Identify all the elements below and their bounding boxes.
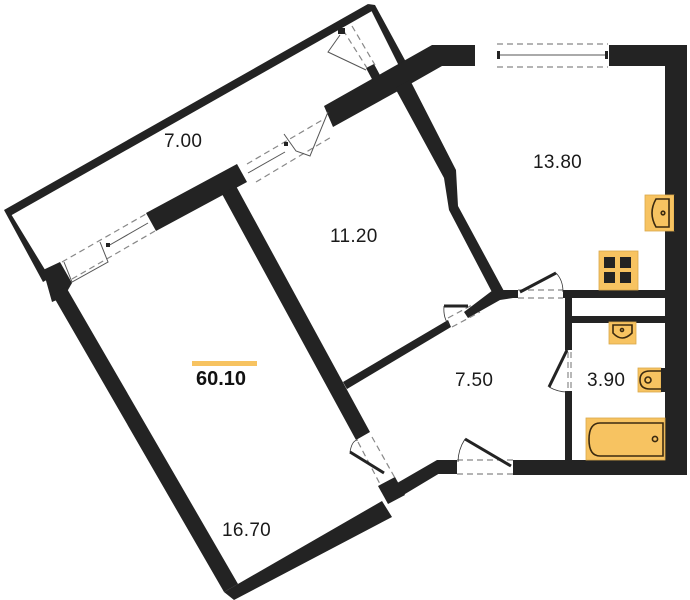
room-area-kitchen-living: 13.80 (533, 152, 583, 173)
room-area-living-room: 16.70 (222, 520, 272, 541)
balcony-windows[interactable] (61, 25, 376, 283)
kitchen-sink (644, 194, 677, 232)
doors[interactable] (349, 271, 572, 485)
bathroom-sink (608, 321, 637, 345)
bathtub (585, 417, 666, 461)
balcony-window-left[interactable] (61, 213, 156, 283)
interior-walls (222, 80, 687, 471)
bedroom-door[interactable] (443, 303, 481, 328)
room-area-balcony: 7.00 (164, 131, 203, 152)
apartment-bottom-wall (224, 460, 687, 600)
bathroom-door[interactable] (547, 349, 572, 393)
apartment-left-wall (52, 287, 238, 592)
balcony-door-right[interactable] (246, 111, 334, 183)
kitchen-window[interactable] (497, 43, 608, 68)
stove (598, 250, 639, 291)
living-room-door[interactable] (349, 436, 396, 485)
room-area-bedroom: 11.20 (330, 226, 378, 247)
toilet (637, 367, 674, 393)
total-area-accent-bar (192, 361, 257, 366)
room-area-hallway: 7.50 (455, 370, 494, 391)
total-area-label: 60.10 (196, 368, 247, 390)
entrance-door[interactable] (457, 437, 513, 475)
kitchen-door[interactable] (518, 271, 564, 299)
room-area-bathroom: 3.90 (587, 370, 626, 391)
balcony-corner-door[interactable] (327, 25, 376, 71)
kitchen-outer-walls (432, 45, 687, 475)
balcony-walls (4, 4, 406, 282)
